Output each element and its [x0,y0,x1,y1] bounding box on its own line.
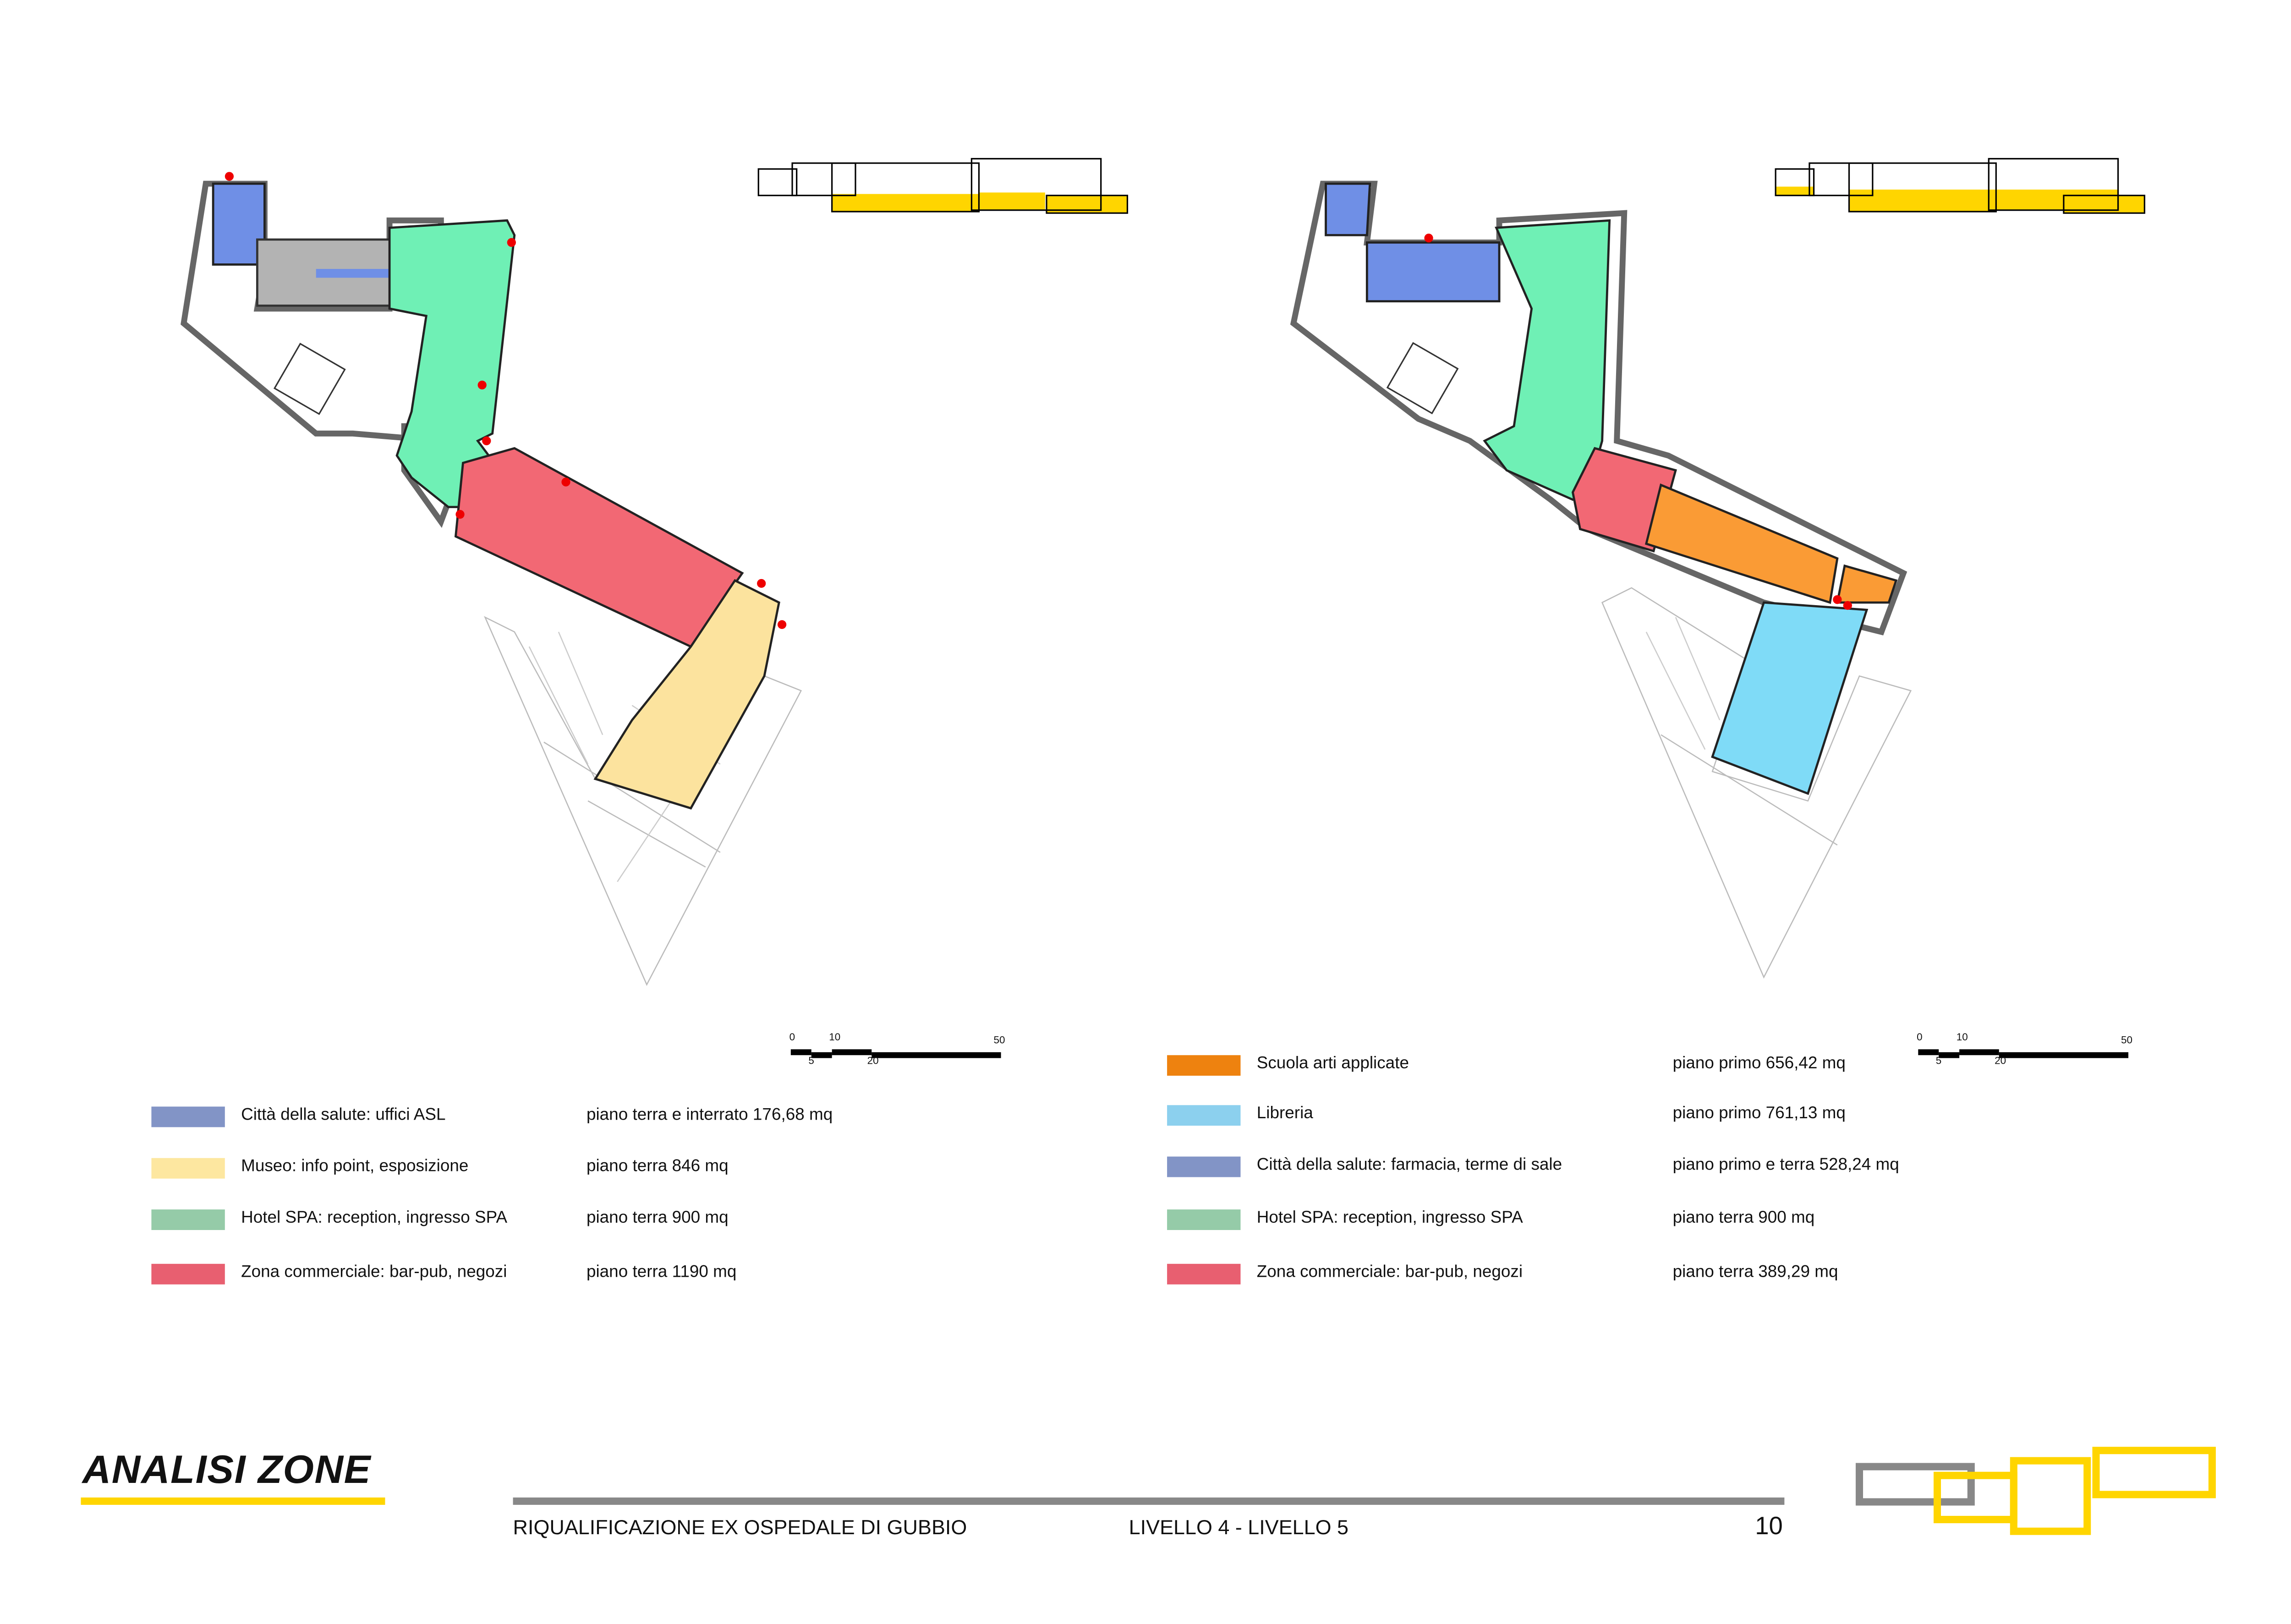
zone-citta-salute-small [1325,182,1371,236]
scale-label: 5 [1935,1056,1942,1067]
legend-swatch [1167,1055,1241,1076]
page-number: 10 [1755,1512,1783,1540]
legend-area: piano terra 900 mq [1672,1209,1815,1227]
legend-swatch [1167,1263,1241,1285]
scale-label: 20 [1995,1056,2006,1067]
scale-label: 0 [1917,1033,1923,1044]
floor-plan-level-4 [181,172,802,986]
legend-label: Città della salute: uffici ASL [241,1106,446,1125]
legend-label: Hotel SPA: reception, ingresso SPA [241,1209,508,1227]
legend-swatch [151,1106,225,1127]
zone-libreria [1711,601,1869,795]
scale-bar-right: 0 10 50 5 20 [1914,1033,2134,1070]
level-label: LIVELLO 4 - LIVELLO 5 [1129,1515,1348,1539]
page-title: ANALISI ZONE [82,1447,372,1492]
legend-area: piano terra e interrato 176,68 mq [586,1106,833,1125]
site-context-drawing [1601,587,1912,979]
scale-label: 50 [2121,1036,2133,1047]
legend-swatch [151,1263,225,1285]
legend-area: piano terra 900 mq [586,1209,729,1227]
legend-label: Zona commerciale: bar-pub, negozi [241,1263,507,1282]
scale-label: 50 [993,1036,1005,1047]
legend-swatch [1167,1209,1241,1230]
legend-label: Scuola arti applicate [1256,1055,1409,1073]
project-title: RIQUALIFICAZIONE EX OSPEDALE DI GUBBIO [513,1515,967,1539]
key-plan-level-4 [757,158,1129,214]
scale-label: 10 [1956,1033,1968,1044]
legend-area: piano primo 761,13 mq [1672,1105,1846,1123]
legend-label: Città della salute: farmacia, terme di s… [1256,1156,1562,1175]
legend-area: piano primo 656,42 mq [1672,1055,1846,1073]
scale-bar-left: 0 10 50 5 20 [786,1033,1007,1070]
legend-area: piano primo e terra 528,24 mq [1672,1156,1899,1175]
legend-swatch [1167,1105,1241,1126]
legend-area: piano terra 1190 mq [586,1263,737,1282]
floor-plan-level-5 [1290,180,1912,979]
zone-scuola-arti [1644,483,1839,604]
scale-label: 10 [829,1033,841,1044]
legend-swatch [1167,1156,1241,1177]
legend-label: Zona commerciale: bar-pub, negozi [1256,1263,1523,1282]
title-underline [81,1497,385,1505]
zone-citta-salute [1365,241,1501,303]
legend-swatch [151,1209,225,1230]
legend-area: piano terra 846 mq [586,1158,729,1176]
entrance-markers [225,172,787,629]
legend-label: Hotel SPA: reception, ingresso SPA [1256,1209,1523,1227]
legend-swatch [151,1158,225,1179]
legend-area: piano terra 389,29 mq [1672,1263,1838,1282]
zone-commerciale [454,447,744,648]
scale-label: 0 [789,1033,795,1044]
legend-label: Libreria [1256,1105,1313,1123]
footer-divider [513,1497,1785,1505]
scale-label: 20 [867,1056,879,1067]
zone-hotel-spa [1483,219,1611,501]
logo-rectangles [1855,1447,2216,1535]
key-plan-level-5 [1775,158,2145,214]
zone-museo [593,579,780,810]
legend-label: Museo: info point, esposizione [241,1158,469,1176]
scale-label: 5 [808,1056,814,1067]
